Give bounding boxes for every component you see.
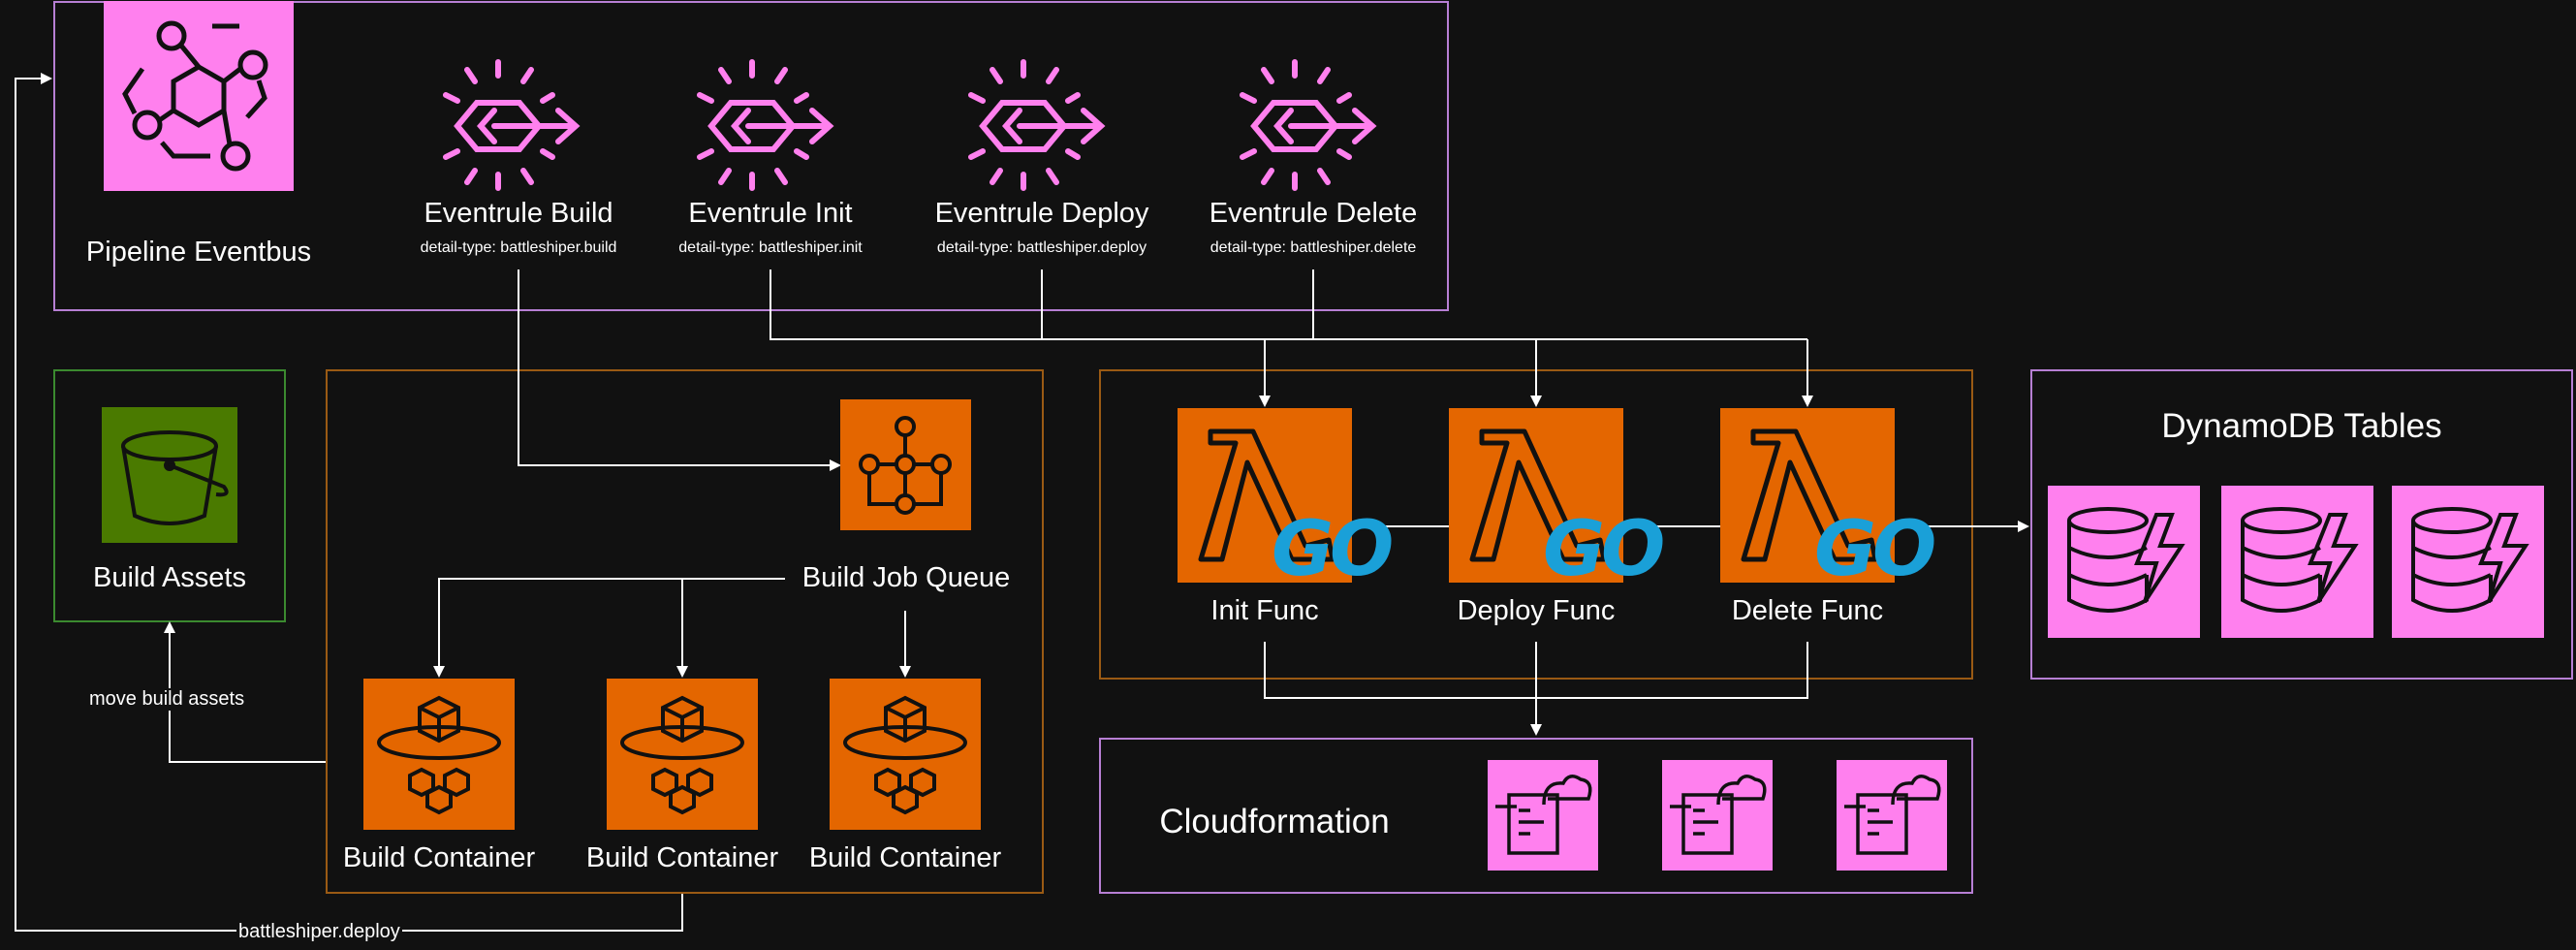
eventrule-delete-detail: detail-type: battleshiper.delete bbox=[1209, 239, 1417, 256]
edge-funcs-to-cloudformation bbox=[1264, 642, 1808, 734]
deploy-func-label: Deploy Func bbox=[1457, 595, 1616, 626]
fargate-icon bbox=[377, 695, 501, 815]
eventbus-group bbox=[53, 1, 1449, 311]
lambda-icon bbox=[1469, 428, 1607, 562]
build-job-queue-tile bbox=[840, 399, 971, 530]
fargate-icon bbox=[620, 695, 744, 815]
init-func-tile bbox=[1178, 408, 1352, 583]
edge-label-move-build-assets: move build assets bbox=[87, 688, 247, 711]
edge-label-deploy: battleshiper.deploy bbox=[236, 921, 402, 943]
dynamodb-table-tile-2 bbox=[2221, 486, 2373, 638]
eventrule-build bbox=[438, 56, 601, 192]
build-group bbox=[326, 369, 1044, 894]
dynamodb-table-tile-1 bbox=[2048, 486, 2200, 638]
s3-bucket-icon bbox=[121, 430, 229, 525]
eventbus-label: Pipeline Eventbus bbox=[85, 237, 312, 268]
eventbridge-rule-icon bbox=[697, 59, 834, 191]
delete-func-label: Delete Func bbox=[1731, 595, 1884, 626]
eventbridge-rule-icon bbox=[443, 59, 581, 191]
build-container-label-2: Build Container bbox=[585, 842, 779, 873]
eventbridge-icon bbox=[122, 20, 268, 172]
cloudformation-stack-tile-3 bbox=[1837, 760, 1947, 871]
build-container-tile-1 bbox=[363, 679, 515, 830]
eventrule-init bbox=[692, 56, 855, 192]
eventbridge-rule-icon bbox=[1240, 59, 1377, 191]
eventbus-tile bbox=[104, 1, 294, 191]
build-container-tile-3 bbox=[830, 679, 981, 830]
cloudformation-stack-icon bbox=[1670, 775, 1767, 855]
deploy-func-tile bbox=[1449, 408, 1623, 583]
cloudformation-label: Cloudformation bbox=[1159, 803, 1390, 840]
cloudformation-stack-tile-2 bbox=[1662, 760, 1773, 871]
go-logo-icon: GO bbox=[1543, 506, 1665, 593]
build-container-label-3: Build Container bbox=[808, 842, 1002, 873]
init-func-label: Init Func bbox=[1210, 595, 1319, 626]
edge-init-rule bbox=[770, 269, 1807, 340]
go-logo-icon: GO bbox=[1814, 506, 1936, 593]
edge-deploy-loop bbox=[15, 73, 683, 932]
cloudformation-stack-icon bbox=[1495, 775, 1592, 855]
dynamodb-icon bbox=[2411, 507, 2529, 613]
eventrule-build-detail: detail-type: battleshiper.build bbox=[420, 239, 617, 256]
eventrule-delete bbox=[1235, 56, 1398, 192]
build-container-label-1: Build Container bbox=[342, 842, 536, 873]
cloudformation-stack-tile-1 bbox=[1488, 760, 1598, 871]
eventrule-deploy-detail: detail-type: battleshiper.deploy bbox=[936, 239, 1147, 256]
build-assets-label: Build Assets bbox=[93, 562, 246, 593]
eventrule-delete-name: Eventrule Delete bbox=[1209, 198, 1418, 229]
go-logo-icon: GO bbox=[1272, 506, 1394, 593]
dynamodb-table-tile-3 bbox=[2392, 486, 2544, 638]
delete-func-tile bbox=[1720, 408, 1895, 583]
eventrule-init-detail: detail-type: battleshiper.init bbox=[678, 239, 863, 256]
dynamodb-icon bbox=[2067, 507, 2185, 613]
edge-queue-to-container-1 bbox=[433, 578, 785, 678]
eventrule-deploy-name: Eventrule Deploy bbox=[934, 198, 1149, 229]
eventrule-build-name: Eventrule Build bbox=[424, 198, 613, 229]
dynamodb-label: DynamoDB Tables bbox=[2161, 407, 2442, 445]
build-assets-tile bbox=[102, 407, 237, 543]
eventrule-init-name: Eventrule Init bbox=[688, 198, 853, 229]
fargate-icon bbox=[843, 695, 967, 815]
dynamodb-icon bbox=[2241, 507, 2359, 613]
eventbridge-rule-icon bbox=[968, 59, 1106, 191]
lambda-icon bbox=[1198, 428, 1335, 562]
build-container-tile-2 bbox=[607, 679, 758, 830]
build-job-queue-label: Build Job Queue bbox=[801, 562, 1011, 593]
lambda-icon bbox=[1741, 428, 1878, 562]
cloudformation-stack-icon bbox=[1844, 775, 1941, 855]
step-functions-icon bbox=[859, 416, 952, 515]
edge-move-build-assets bbox=[164, 621, 326, 763]
eventrule-deploy bbox=[963, 56, 1126, 192]
edge-build-rule-to-queue bbox=[518, 269, 841, 471]
